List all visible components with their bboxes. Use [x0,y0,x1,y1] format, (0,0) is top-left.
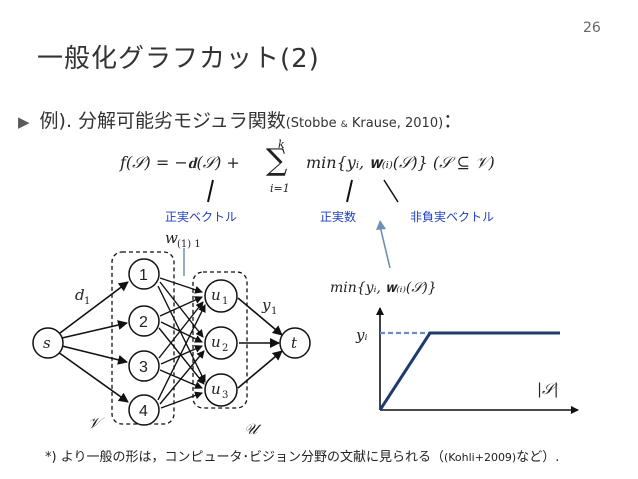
label-d: d [75,286,85,304]
node-v1-label: 1 [139,267,148,284]
node-u2-sub: 2 [222,343,228,354]
annotation-nonneg-vector: 非負実ベクトル [410,210,495,224]
label-d-sub: 1 [84,296,90,307]
footnote-text: *) より一般の形は，コンピュータ･ビジョン分野の文献に見られる（ [45,450,444,465]
citation-part-b: Krause, 2010) [347,116,444,131]
pointer-nonneg-vector [383,179,399,203]
formula-lhs: f(𝒮) = −𝐝(𝒮) + [120,153,240,172]
node-u3-sub: 3 [222,390,228,401]
plot-label: min{yᵢ, 𝐰₍ᵢ₎(𝒮)} [330,280,437,296]
bullet-line: ▶ 例). 分解可能劣モジュラ関数(Stobbe & Krause, 2010)： [18,106,462,133]
edges-middle [157,277,206,409]
plot-x-label: |𝒮| [537,380,559,398]
node-v1 [128,258,160,290]
node-u1 [204,279,238,313]
node-v3 [128,350,160,382]
label-y: y [261,296,271,314]
formula-sum-lower: i=1 [270,182,290,195]
label-u-set: 𝒰 [244,420,262,438]
formula-rhs: min{yᵢ, 𝐰₍ᵢ₎(𝒮)} (𝒮 ⊆ 𝒱) [306,153,495,172]
node-u2 [204,326,238,360]
node-v2 [128,305,160,337]
footnote: *) より一般の形は，コンピュータ･ビジョン分野の文献に見られる（(Kohli+… [45,446,559,465]
edges-source [57,281,129,403]
label-w: w [165,229,178,247]
pointer-real-number [346,179,353,203]
node-v3-label: 3 [139,359,148,376]
node-u1-sub: 1 [222,296,228,307]
node-source [32,327,64,359]
pointer-real-vector [207,179,214,203]
page-number: 26 [583,20,601,36]
label-v-set: 𝒱 [88,414,105,432]
group-u-box [192,271,248,409]
label-y-sub: 1 [271,306,277,317]
node-v2-label: 2 [139,314,148,331]
edges-sink [237,297,283,389]
citation-part-a: (Stobbe [285,116,341,131]
node-u3-label: u [211,380,221,398]
annotation-real-number: 正実数 [320,210,357,224]
plot-curve [378,331,560,411]
bullet-suffix: ： [443,110,463,132]
summation-sign-icon: ∑ [266,143,288,178]
node-v4 [128,394,160,426]
node-u1-label: u [211,286,221,304]
node-source-label: s [43,334,51,352]
annotation-real-vector: 正実ベクトル [165,210,238,224]
plot-y-label: yᵢ [355,326,368,344]
node-u3 [204,373,238,407]
node-v4-label: 4 [139,403,148,420]
slide-title: 一般化グラフカット(2) [37,44,320,74]
bullet-arrow-icon: ▶ [18,113,30,131]
pointer-arrow-plot [379,225,391,269]
node-u2-label: u [211,333,221,351]
formula-sum-upper: k [278,138,285,151]
footnote-cite: (Kohli+2009) [443,451,517,464]
node-sink [279,327,311,359]
footnote-tail: など）. [516,450,560,465]
node-sink-label: t [291,334,298,352]
citation-ampersand: & [340,120,348,130]
label-w-sub: (1) 1 [177,239,201,250]
bullet-text: 例). 分解可能劣モジュラ関数 [39,110,286,132]
pointer-arrowhead-icon [376,220,386,230]
